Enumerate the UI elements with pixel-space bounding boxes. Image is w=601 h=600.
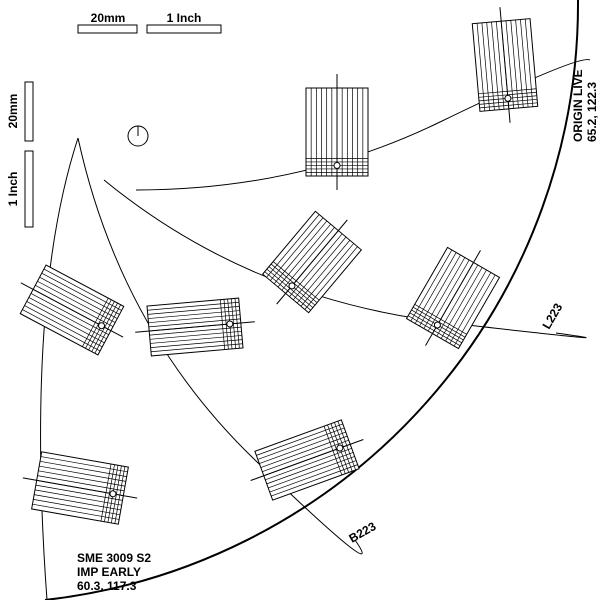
b223-label: B223 [347, 519, 379, 546]
scale-bar-inch-vertical: 1 Inch [6, 150, 34, 228]
scale-inch-label: 1 Inch [167, 11, 202, 25]
origin-live-label: ORIGIN LIVE 65.2, 122.3 [571, 69, 599, 142]
l223-label: L223 [539, 301, 565, 332]
grid-sme-outer [19, 264, 125, 356]
scale-bar-20mm-horizontal: 20mm [77, 11, 138, 34]
grid-l223-outer [261, 210, 363, 314]
scale-bar-20mm-vertical: 20mm [6, 81, 34, 142]
origin-live-arc [135, 59, 591, 191]
grid-origin-outer [305, 74, 369, 190]
scale-bar-inch-horizontal: 1 Inch [146, 11, 222, 34]
grid-sme-inner [22, 451, 138, 525]
sme-variant: IMP EARLY [77, 565, 141, 579]
grid-b223-outer [135, 297, 255, 357]
scale-20mm-vertical-label: 20mm [6, 94, 20, 129]
scale-inch-vertical-label: 1 Inch [6, 172, 20, 207]
grid-l223-inner [405, 246, 501, 350]
sme-coords: 60.3, 117.3 [77, 579, 137, 593]
platter-edge-arc [44, 0, 580, 600]
sme-label: SME 3009 S2 IMP EARLY 60.3, 117.3 [77, 551, 151, 593]
scale-20mm-label: 20mm [91, 11, 126, 25]
grid-origin-inner [471, 7, 539, 123]
sme-arc [40, 137, 79, 600]
origin-live-name: ORIGIN LIVE [571, 69, 585, 142]
origin-live-coords: 65.2, 122.3 [585, 82, 599, 142]
alignment-grids [19, 7, 539, 525]
sme-name: SME 3009 S2 [77, 551, 151, 565]
b223-arc [77, 137, 363, 555]
circle-crosshair-icon [127, 125, 149, 147]
grid-b223-inner [250, 419, 364, 501]
